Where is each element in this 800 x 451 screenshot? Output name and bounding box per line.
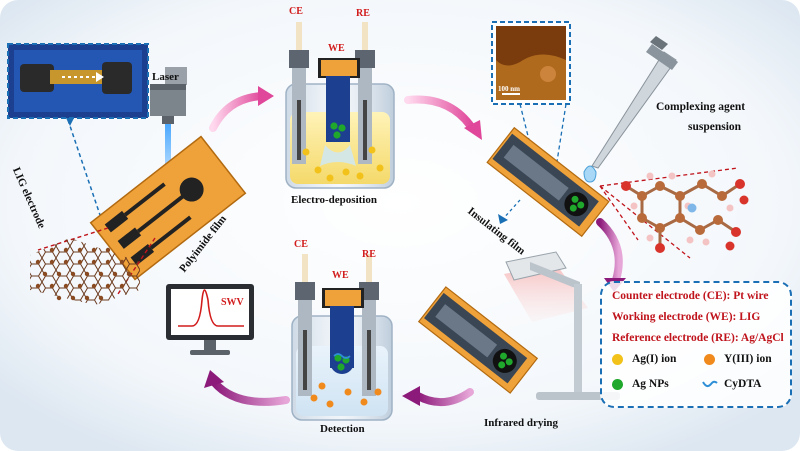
ag-ion-icon xyxy=(612,354,623,365)
legend-cydta: CyDTA xyxy=(724,378,762,390)
photo-link-line xyxy=(67,119,101,216)
we-label-bottom: WE xyxy=(332,270,349,281)
arrow-to-insulating xyxy=(404,95,476,132)
swv-label: SWV xyxy=(221,297,244,308)
drying-electrode xyxy=(417,286,539,394)
legend-y-ion: Y(III) ion xyxy=(724,353,772,365)
detection-beaker xyxy=(291,254,393,421)
graphene-lattice xyxy=(30,238,140,305)
infrared-lamp xyxy=(504,251,620,400)
detection-label: Detection xyxy=(320,423,365,435)
cydta-icon xyxy=(702,380,718,388)
complexing-agent-label-line2: suspension xyxy=(688,121,742,133)
legend-counter-electrode: Counter electrode (CE): Pt wire xyxy=(612,290,769,302)
insulating-electrode xyxy=(486,126,610,238)
re-label-top: RE xyxy=(356,8,370,19)
deposition-beaker xyxy=(285,22,395,189)
pipette xyxy=(583,36,678,183)
legend-ag-ion: Ag(I) ion xyxy=(632,353,677,365)
infrared-drying-label: Infrared drying xyxy=(484,417,559,429)
legend-reference-electrode: Reference electrode (RE): Ag/AgCl xyxy=(612,332,784,344)
legend-ag-nps: Ag NPs xyxy=(632,378,669,390)
ce-label-bottom: CE xyxy=(294,239,308,250)
laser-device xyxy=(150,67,187,182)
legend-working-electrode: Working electrode (WE): LIG xyxy=(612,311,761,323)
ag-nps-icon xyxy=(612,379,623,390)
lig-photo xyxy=(7,43,149,119)
ce-label-top: CE xyxy=(289,6,303,17)
electro-deposition-label: Electro-deposition xyxy=(291,194,377,206)
swv-monitor xyxy=(166,284,254,355)
polyimide-electrode xyxy=(89,135,247,281)
scale-bar-label: 100 nm xyxy=(498,85,520,93)
y-ion-icon xyxy=(704,354,715,365)
legend-box: Counter electrode (CE): Pt wire Working … xyxy=(600,281,792,408)
arrow-to-deposition xyxy=(209,92,266,132)
we-label-top: WE xyxy=(328,43,345,54)
microscopy-inset xyxy=(491,21,571,105)
arrow-to-detection xyxy=(414,388,474,406)
arrow-to-monitor xyxy=(210,378,290,406)
laser-label: Laser xyxy=(152,71,179,83)
complexing-agent-label: Complexing agent xyxy=(656,101,746,113)
arrow-to-drying xyxy=(596,218,623,284)
cydta-molecule xyxy=(621,170,749,253)
re-label-bottom: RE xyxy=(362,249,376,260)
